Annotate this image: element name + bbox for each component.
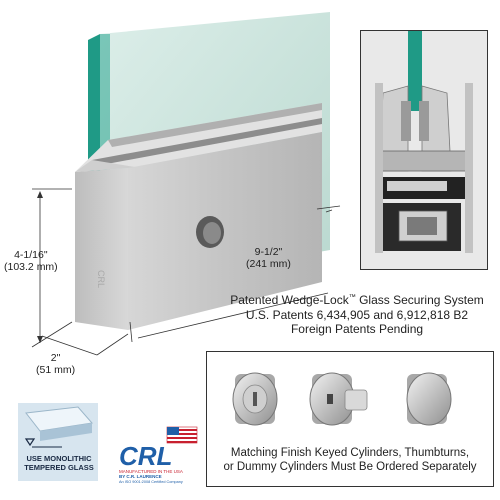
length-metric: (241 mm) [246, 258, 291, 270]
patent-line-1: Patented Wedge-Lock™ Glass Securing Syst… [222, 291, 492, 308]
svg-text:BY C.R. LAURENCE: BY C.R. LAURENCE [119, 474, 162, 479]
height-metric: (103.2 mm) [4, 261, 58, 273]
us-flag-icon [166, 426, 198, 444]
svg-text:MANUFACTURED IN THE USA: MANUFACTURED IN THE USA [119, 469, 183, 474]
keyed-cylinder-icon [232, 372, 278, 426]
tempered-glass-label: USE MONOLITHIC TEMPERED GLASS [14, 454, 104, 472]
cylinders-caption-line-1: Matching Finish Keyed Cylinders, Thumbtu… [230, 447, 470, 459]
patent-system-name: Patented Wedge-Lock [230, 293, 349, 307]
cross-section-drawing [361, 31, 487, 269]
width-metric: (51 mm) [36, 364, 76, 376]
rail-end-face [75, 168, 128, 330]
dummy-cylinder-icon [406, 372, 452, 426]
thumbturn-cylinder-icon [309, 372, 368, 426]
cylinders-caption: Matching Finish Keyed Cylinders, Thumbtu… [207, 446, 493, 474]
width-dimension: 2" (51 mm) [36, 352, 75, 376]
trademark-symbol: ™ [348, 294, 356, 301]
glass-label-line-2: TEMPERED GLASS [24, 463, 94, 472]
rail-front-face [128, 132, 322, 330]
height-imperial: 4-1/16" [14, 249, 48, 261]
cross-section-inset [360, 30, 488, 270]
patent-line-2: U.S. Patents 6,434,905 and 6,912,818 B2 [245, 307, 469, 322]
tempered-glass-icon [18, 403, 98, 481]
height-dimension: 4-1/16" (103.2 mm) [4, 249, 58, 273]
width-imperial: 2" [50, 352, 61, 364]
patent-line-3: Foreign Patents Pending [290, 322, 424, 336]
cylinders-caption-line-2: or Dummy Cylinders Must Be Ordered Separ… [223, 461, 477, 473]
crl-logo: CRL MANUFACTURED IN THE USA BY C.R. LAUR… [115, 425, 203, 485]
length-imperial: 9-1/2" [254, 246, 283, 258]
length-dimension: 9-1/2" (241 mm) [246, 246, 291, 270]
svg-text:CRL: CRL [96, 270, 106, 288]
cylinders-box: Matching Finish Keyed Cylinders, Thumbtu… [206, 351, 494, 487]
door-rail-illustration: CRL [31, 12, 341, 356]
glass-label-line-1: USE MONOLITHIC [26, 454, 92, 463]
svg-text:An ISO 9001:2008 Certified Com: An ISO 9001:2008 Certified Company [119, 480, 183, 484]
patent-system-suffix: Glass Securing System [355, 293, 484, 307]
cylinders-illustration [232, 372, 452, 426]
patent-info: Patented Wedge-Lock™ Glass Securing Syst… [222, 291, 492, 337]
svg-text:CRL: CRL [119, 441, 172, 471]
